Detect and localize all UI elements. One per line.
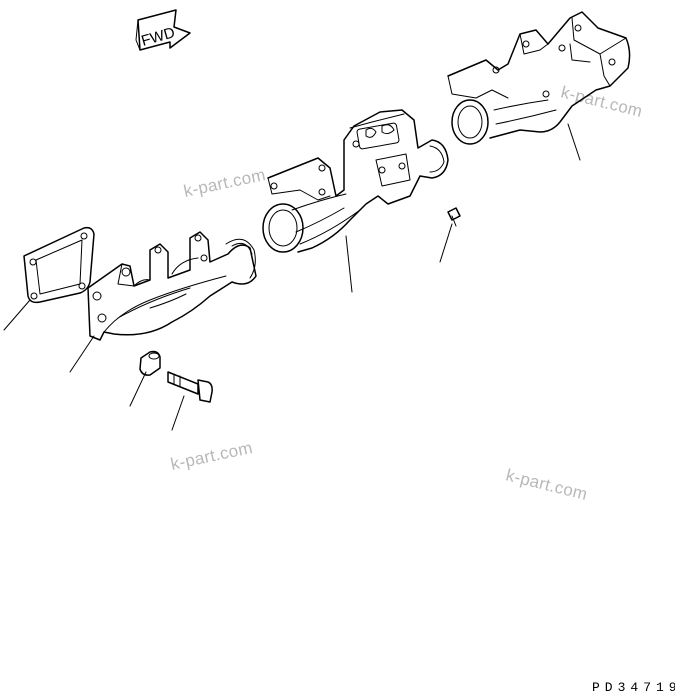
watermark-1: k-part.com <box>182 165 267 201</box>
fwd-label: FWD <box>139 24 177 50</box>
watermark-3: k-part.com <box>169 438 254 474</box>
right-manifold-section <box>447 11 631 145</box>
leader-spacer <box>129 371 147 407</box>
spacer-collar-part <box>139 350 161 376</box>
left-manifold-section <box>87 231 257 341</box>
leader-right-manifold <box>567 123 581 161</box>
reference-code: PD34719 <box>592 680 675 694</box>
middle-manifold-section <box>262 109 449 253</box>
leader-gasket <box>3 299 31 331</box>
leader-bolt <box>171 395 185 431</box>
mounting-bolt-part <box>167 371 213 403</box>
gasket-part <box>23 226 95 304</box>
watermark-4: k-part.com <box>504 465 589 504</box>
leader-middle-manifold <box>345 235 353 293</box>
stud-bolt-part <box>447 207 461 227</box>
fwd-arrow-icon: FWD <box>135 9 191 51</box>
leader-left-manifold <box>69 335 95 373</box>
leader-lines <box>3 123 581 431</box>
leader-stud <box>439 223 453 263</box>
